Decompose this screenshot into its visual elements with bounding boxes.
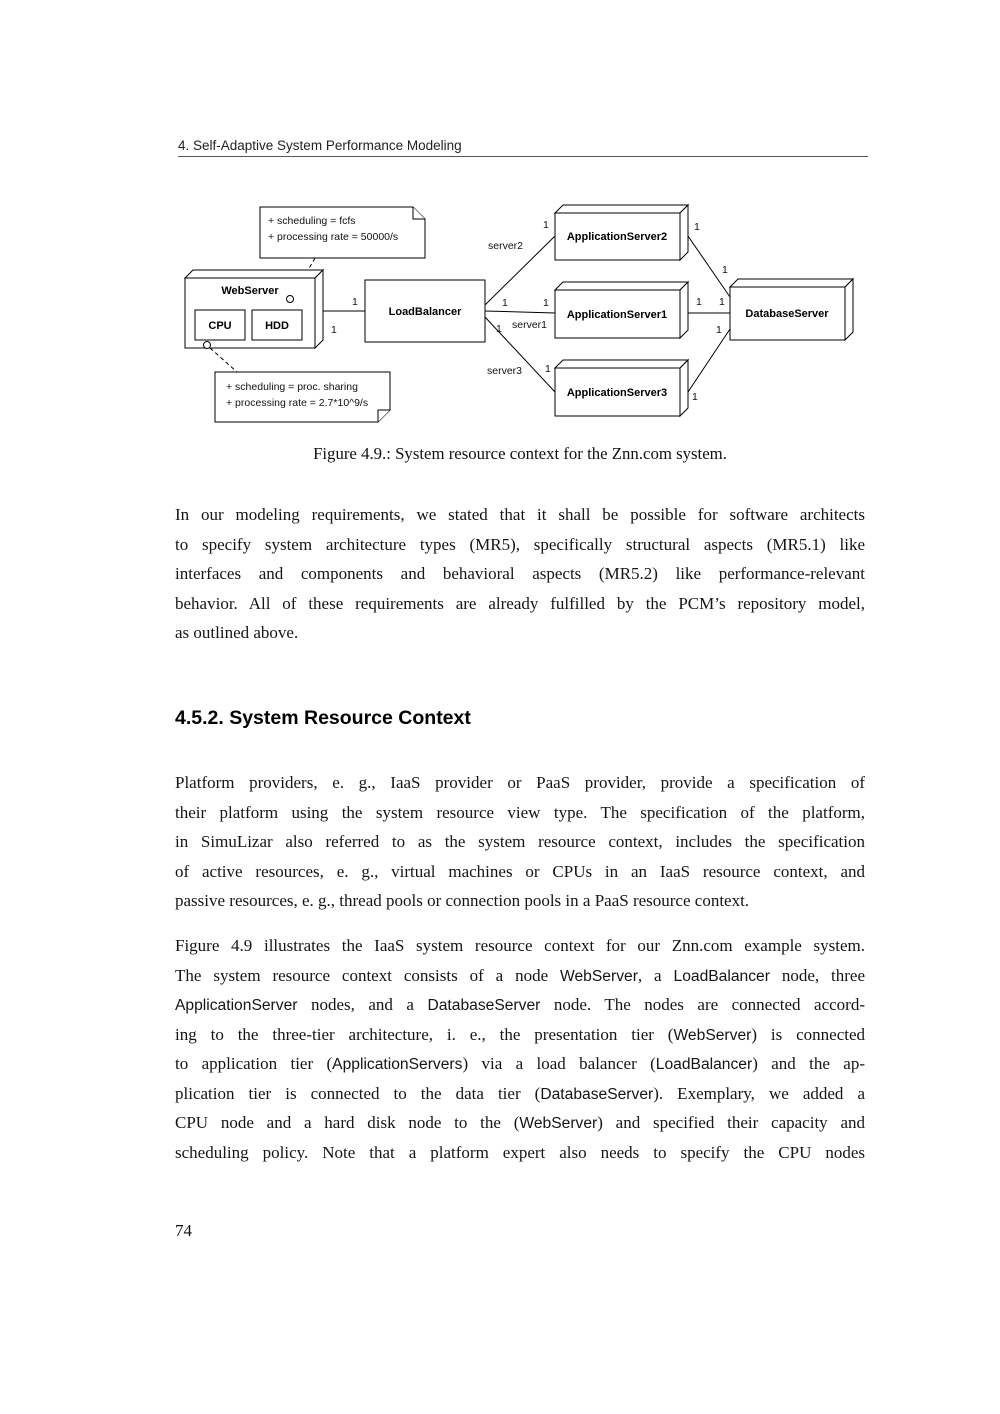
loadbalancer-node: LoadBalancer <box>364 279 486 343</box>
text-line: ing to the three-tier architecture, i. e… <box>175 1024 865 1044</box>
role-server1: server1 <box>512 319 547 331</box>
cpu-box <box>194 309 246 341</box>
loadbalancer-label: LoadBalancer <box>389 306 462 318</box>
text-line: CPU node and a hard disk node to the (We… <box>175 1113 865 1132</box>
edge-appserver2-databaseserver <box>687 235 731 298</box>
mult-ws-end: 1 <box>331 324 337 336</box>
cpu-label: CPU <box>208 320 231 332</box>
paragraph-2: Platform providers, e. g., IaaS provider… <box>175 768 865 916</box>
text-line: The system resource context consists of … <box>175 965 865 985</box>
webserver-node: WebServer CPU HDD <box>183 268 325 350</box>
note-bottom-line2: + processing rate = 2.7*10^9/s <box>226 397 368 409</box>
note-bottom-link <box>209 347 238 373</box>
appserver1-node: ApplicationServer1 <box>553 280 690 340</box>
text-line: ApplicationServer nodes, and a DatabaseS… <box>175 995 865 1014</box>
databaseserver-side-face <box>844 277 854 342</box>
note-bottom: + scheduling = proc. sharing + processin… <box>214 371 391 423</box>
databaseserver-front-face <box>729 286 846 341</box>
appserver3-top-face <box>553 359 690 369</box>
text-line: scheduling policy. Note that a platform … <box>175 1142 865 1162</box>
text-line: behavior. All of these requirements are … <box>175 593 865 613</box>
appserver2-front-face <box>554 212 681 261</box>
diagram-edges <box>323 235 731 393</box>
mult-as2-in: 1 <box>543 219 549 231</box>
text-line: plication tier is connected to the data … <box>175 1083 865 1103</box>
appserver1-label: ApplicationServer1 <box>567 309 667 321</box>
note-top: + scheduling = fcfs + processing rate = … <box>259 206 426 259</box>
text-line: In our modeling requirements, we stated … <box>175 505 865 524</box>
mult-db-as1: 1 <box>719 296 725 308</box>
hdd-label: HDD <box>265 320 289 332</box>
note-top-shape <box>259 206 426 259</box>
appserver3-side-face <box>679 358 689 418</box>
loadbalancer-box <box>364 279 486 343</box>
appserver3-node: ApplicationServer3 <box>553 358 690 418</box>
appserver2-node: ApplicationServer2 <box>553 203 690 262</box>
databaseserver-node: DatabaseServer <box>728 277 855 342</box>
note-top-anchor-circle <box>286 295 294 303</box>
note-bottom-line1: + scheduling = proc. sharing <box>226 381 358 393</box>
appserver2-top-face <box>553 204 690 214</box>
text-line: to specify system architecture types (MR… <box>175 534 865 554</box>
note-bottom-fold <box>377 409 390 422</box>
appserver2-side-face <box>679 203 689 262</box>
webserver-side-face <box>314 268 324 350</box>
header-rule <box>178 156 868 157</box>
paragraph-1: In our modeling requirements, we stated … <box>175 500 865 648</box>
appserver3-label: ApplicationServer3 <box>567 387 667 399</box>
hdd-box <box>251 309 303 341</box>
mult-lb-as1: 1 <box>502 297 508 309</box>
appserver1-top-face <box>553 281 690 291</box>
appserver1-side-face <box>679 280 689 340</box>
mult-as1-in: 1 <box>543 297 549 309</box>
webserver-top-face <box>183 269 325 279</box>
mult-as1-out: 1 <box>696 296 702 308</box>
figure-caption: Figure 4.9.: System resource context for… <box>313 444 727 463</box>
mult-lb-as3: 1 <box>496 323 502 335</box>
databaseserver-label: DatabaseServer <box>745 308 829 320</box>
text-line: their platform using the system resource… <box>175 802 865 822</box>
text-line: interfaces and components and behavioral… <box>175 564 865 583</box>
figure-4-9-diagram: WebServer CPU HDD LoadBalancer Applicati… <box>183 203 855 423</box>
mult-lb-end: 1 <box>352 296 358 308</box>
text-line: to application tier (ApplicationServers)… <box>175 1054 865 1073</box>
page-number: 74 <box>175 1221 192 1240</box>
appserver1-front-face <box>554 289 681 339</box>
text-line: as outlined above. <box>175 623 299 642</box>
text-line: Figure 4.9 illustrates the IaaS system r… <box>175 936 865 955</box>
note-top-fold <box>412 207 425 220</box>
appserver2-label: ApplicationServer2 <box>567 231 667 243</box>
webserver-label: WebServer <box>221 285 279 297</box>
text-line: Platform providers, e. g., IaaS provider… <box>175 773 865 792</box>
text-line: in SimuLizar also referred to as the sys… <box>175 832 865 851</box>
section-heading: 4.5.2. System Resource Context <box>175 707 471 729</box>
text-line: of active resources, e. g., virtual mach… <box>175 861 865 881</box>
mult-as2-out: 1 <box>694 221 700 233</box>
mult-db-as2: 1 <box>722 264 728 276</box>
mult-as3-in: 1 <box>545 363 551 375</box>
note-top-line2: + processing rate = 50000/s <box>268 231 398 243</box>
role-server2: server2 <box>488 240 523 252</box>
appserver3-front-face <box>554 367 681 417</box>
databaseserver-top-face <box>728 278 855 288</box>
edge-appserver3-databaseserver <box>687 328 731 393</box>
note-top-line1: + scheduling = fcfs <box>268 215 356 227</box>
role-server3: server3 <box>487 365 522 377</box>
edge-loadbalancer-appserver1 <box>484 310 556 314</box>
running-header: 4. Self-Adaptive System Performance Mode… <box>178 138 462 153</box>
note-bottom-anchor-circle <box>203 341 211 349</box>
paragraph-3: Figure 4.9 illustrates the IaaS system r… <box>175 931 865 1167</box>
mult-as3-out: 1 <box>692 391 698 403</box>
mult-db-as3: 1 <box>716 324 722 336</box>
text-line: passive resources, e. g., thread pools o… <box>175 891 750 910</box>
edge-labels: 1 1 server2 1 1 server1 1 1 server3 1 1 … <box>331 219 728 403</box>
edge-loadbalancer-appserver3 <box>484 316 556 393</box>
edge-loadbalancer-appserver2 <box>484 235 556 306</box>
